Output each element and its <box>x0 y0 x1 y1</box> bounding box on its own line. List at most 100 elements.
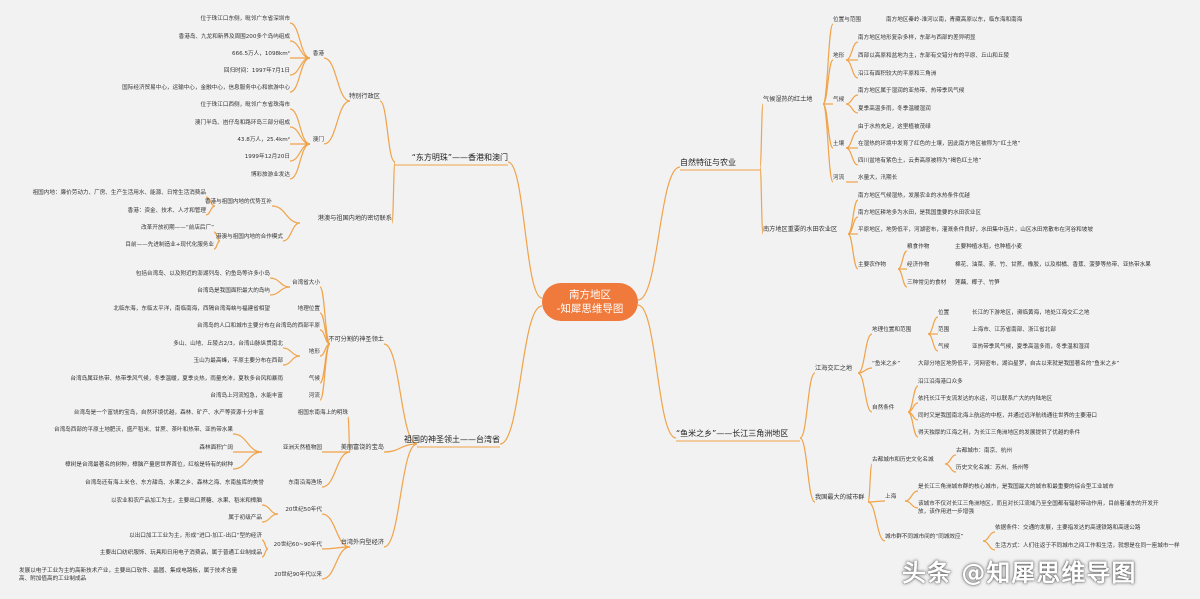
leaf-mo-5[interactable]: 博彩旅游业发达 <box>250 172 290 178</box>
leaf-1960s-2[interactable]: 主要出口纺织服饰、玩具和日用电子消费品，属于普通工业制成品 <box>99 550 262 556</box>
leaf-range-text[interactable]: 上海市、江苏省南部、浙江省北部 <box>972 327 1056 333</box>
leaf-tw-size-1[interactable]: 包括台湾岛、以及附近的澎湖列岛、钓鱼岛等许多小岛 <box>135 271 270 277</box>
leaf-cond-1[interactable]: 沿江沿海港口众多 <box>918 379 963 385</box>
branch-yangtze-delta[interactable]: “鱼米之乡”——长江三角洲地区 <box>676 429 789 438</box>
node-geo-position[interactable]: 地理位置和范围 <box>872 327 912 333</box>
node-tw-location[interactable]: 地理位置 <box>297 306 320 312</box>
leaf-climate-1[interactable]: 南方地区属于湿润的亚热带、热带季风气候 <box>858 88 965 94</box>
node-city-cluster[interactable]: 我国最大的城市群 <box>815 494 865 501</box>
leaf-forest-3[interactable]: 樟树是台湾最著名的树种，樟脑产量居世界首位，红桧是特有的树种 <box>65 462 233 468</box>
leaf-terrain-2[interactable]: 西部以高原和盆地为主，东部有交错分布的平原、丘山和丘陵 <box>858 53 1010 59</box>
node-yangtze-climate[interactable]: 气候 <box>938 344 950 350</box>
node-tw-climate[interactable]: 气候 <box>308 376 320 382</box>
node-tw-river[interactable]: 河流 <box>308 393 320 399</box>
node-position[interactable]: 位置 <box>938 310 950 316</box>
node-soil[interactable]: 土壤 <box>833 141 845 147</box>
node-cash-crops[interactable]: 经济作物 <box>907 262 930 268</box>
branch-taiwan[interactable]: 祖国的神圣领土——台湾省 <box>404 435 500 444</box>
node-botanical[interactable]: 亚洲天然植物园 <box>282 445 322 451</box>
leaf-pearl[interactable]: 台湾岛是一个富饶的宝岛，自然环境优越，森林、矿产、水产等资源十分丰富 <box>73 410 264 416</box>
leaf-ancient-2[interactable]: 历史文化名城：苏州、扬州等 <box>956 465 1029 471</box>
leaf-sync-2[interactable]: 生活方式：人们往返于不同城市之间工作和生活，就想是在同一座城市一样 <box>995 543 1180 549</box>
leaf-tw-terrain-1[interactable]: 多山、山地、丘陵占2/3，台湾山脉纵贯南北 <box>173 341 283 347</box>
leaf-1960s-1[interactable]: 以出口加工工业为主，形成“进口-加工-出口”型的经济 <box>129 533 262 539</box>
leaf-terrain-1[interactable]: 南方地区地形复杂多样，东部与西部的差异明显 <box>858 35 976 41</box>
leaf-shanghai-2[interactable]: 该城市不仅对长江三角洲地区，而且对长江流域乃至全国都有辐射带动作用，目前着浦东的… <box>918 501 1159 515</box>
leaf-paddy-1[interactable]: 南方地区气候湿热，发展农业的水热条件优越 <box>858 193 970 199</box>
leaf-hk-4[interactable]: 回归时间：1997年7月1日 <box>223 68 290 74</box>
leaf-hk-1[interactable]: 位于珠江口东侧，毗邻广东省深圳市 <box>200 16 290 22</box>
leaf-tw-location[interactable]: 北临东海，东临太平洋，南临南海，西隔台湾海峡与福建省相望 <box>113 306 270 312</box>
node-complement[interactable]: 香港与祖国内地的优势互补 <box>204 199 272 205</box>
node-sar[interactable]: 特别行政区 <box>349 93 380 100</box>
leaf-adv-1[interactable]: 祖国内地：廉价劳动力、厂房、生产生活用水、能源、日常生活消费品 <box>32 190 206 196</box>
leaf-shanghai-1[interactable]: 是长江三角洲城市群的核心城市，是我国最大的城市和最重要的综合型工业城市 <box>918 484 1114 490</box>
leaf-mo-2[interactable]: 澳门半岛、凼仔岛和路环岛三部分组成 <box>194 120 290 126</box>
leaf-fishery[interactable]: 台湾岛还有海上米仓、东方甜岛、水果之乡、森林之海、东南盐库的美誉 <box>84 480 264 486</box>
leaf-river-text[interactable]: 水量大，汛期长 <box>858 175 898 181</box>
node-location-range[interactable]: 位置与范围 <box>833 17 861 23</box>
node-1950s[interactable]: 20世纪50年代 <box>285 507 322 513</box>
leaf-terrain-3[interactable]: 沿江有面积较大的平原和三角洲 <box>858 71 937 77</box>
leaf-cond-4[interactable]: 得天独厚的江海之利，为长江三角洲地区的发展提供了优越的条件 <box>918 430 1081 436</box>
node-same-city-effect[interactable]: 城市群不同城市间的“同城效应” <box>885 534 964 540</box>
leaf-cond-3[interactable]: 同时又是我国南北海上航运的中枢，并通过远洋航线通往世界的主要港口 <box>918 413 1098 419</box>
node-tw-size[interactable]: 台湾省大小 <box>292 280 320 286</box>
node-1960s-1990s[interactable]: 20世纪60~90年代 <box>273 542 322 548</box>
leaf-tw-size-2[interactable]: 台湾岛是我国面积最大的岛屿 <box>197 288 270 294</box>
node-hk-mainland-ties[interactable]: 港澳与祖国内地的密切联系 <box>317 215 392 222</box>
node-terrain[interactable]: 地形 <box>833 53 845 59</box>
leaf-food-crops[interactable]: 主要种植水稻，也种植小麦 <box>955 244 1023 250</box>
node-main-crops[interactable]: 主要农作物 <box>858 262 886 268</box>
node-climate[interactable]: 气候 <box>833 97 845 103</box>
leaf-soil-1[interactable]: 由于水热充足，这里植被茂绿 <box>858 124 931 130</box>
leaf-since-1990s[interactable]: 发展以电子工业为主的高新技术产业，主要出口软件、晶圆、集成电路板，属于技术含量高… <box>19 568 238 582</box>
leaf-cash-crops[interactable]: 棉花、油菜、茶、竹、甘蔗、橡胶，以及柑橘、香蕉、菠萝等热带、亚热带水果 <box>955 262 1151 268</box>
leaf-soil-3[interactable]: 四川盆地有紫色土，云贵高原被称为“褐色红土地” <box>858 158 982 164</box>
leaf-tw-climate[interactable]: 台湾岛属亚热带、热带季风气候，冬季温暖，夏季炎热，雨量充沛，夏秋多台风和暴雨 <box>70 376 283 382</box>
leaf-hk-5[interactable]: 国际经济贸易中心，运输中心，金融中心，信息服务中心和旅游中心 <box>122 85 290 91</box>
node-treasure-island[interactable]: 美丽富饶的宝岛 <box>340 444 384 451</box>
leaf-adv-2[interactable]: 香港：资金、技术、人才和管理 <box>127 208 206 214</box>
leaf-mo-1[interactable]: 位于珠江口西侧，毗邻广东省珠海市 <box>200 102 290 108</box>
node-pearl[interactable]: 祖国东南海上的明珠 <box>297 410 348 416</box>
node-food-crops[interactable]: 粮食作物 <box>907 244 930 250</box>
leaf-coop-2[interactable]: 目前——先进制造业+现代化服务业 <box>125 242 214 248</box>
node-natural-conditions[interactable]: 自然条件 <box>872 405 895 411</box>
node-cooperation[interactable]: 港澳与祖国内地的合作模式 <box>215 234 283 240</box>
node-climate-redsoil[interactable]: 气候湿热的红土地 <box>763 96 813 103</box>
node-export-economy[interactable]: 台湾外向型经济 <box>340 539 384 546</box>
node-macau[interactable]: 澳门 <box>312 137 324 143</box>
leaf-forest-2[interactable]: 森林面积广阔 <box>199 445 233 451</box>
node-shanghai[interactable]: 上海 <box>885 494 897 500</box>
node-river[interactable]: 河流 <box>833 175 845 181</box>
leaf-hk-2[interactable]: 香港岛、九龙和新界及周围200多个岛屿组成 <box>178 34 290 40</box>
leaf-coop-1[interactable]: 改革开放初期——“前店后厂” <box>141 225 214 231</box>
node-ancient-capitals[interactable]: 古都城市和历史文化名城 <box>872 457 934 463</box>
node-fish-rice[interactable]: “鱼米之乡” <box>872 361 901 367</box>
leaf-special-food[interactable]: 莲藕、椰子、竹笋 <box>955 280 1000 286</box>
leaf-tw-terrain-2[interactable]: 玉山为最高峰，平原主要分布在西部 <box>193 358 283 364</box>
leaf-tw-river[interactable]: 台湾岛上河流短急，水能丰富 <box>210 393 283 399</box>
node-tw-terrain[interactable]: 地形 <box>308 349 320 355</box>
leaf-position-text[interactable]: 长江的下游地区，濒临黄海，地处江海交汇之地 <box>972 310 1090 316</box>
leaf-cond-2[interactable]: 依托长江干支流发达的水运，可以联系广大的内陆地区 <box>918 396 1053 402</box>
leaf-location-text[interactable]: 南方地区秦岭-淮河以南，青藏高原以东，临东海和南海 <box>886 17 1023 23</box>
node-special-food[interactable]: 三种常见的食材 <box>907 280 947 286</box>
node-river-sea-junction[interactable]: 江海交汇之地 <box>815 365 853 372</box>
leaf-fish-rice[interactable]: 大部分地区地势低平，河网密布，湖泊星罗，自古以来就是我国著名的“鱼米之乡” <box>918 361 1120 367</box>
leaf-soil-2[interactable]: 在湿热的环境中发育了红色的土壤，因此南方地区被称为“红土地” <box>858 141 1021 147</box>
branch-hk-macau[interactable]: “东方明珠”——香港和澳门 <box>411 153 508 162</box>
node-paddy-farming[interactable]: 南方地区重要的水田农业区 <box>763 226 838 233</box>
leaf-climate-2[interactable]: 夏季高温多雨，冬季温暖湿润 <box>858 106 931 112</box>
leaf-paddy-2[interactable]: 南方地区耕地多为水田，是我国重要的水田农业区 <box>858 210 982 216</box>
node-range[interactable]: 范围 <box>938 327 950 333</box>
root-node[interactable]: 南方地区 -知犀思维导图 <box>542 283 638 321</box>
leaf-tw-population[interactable]: 台湾岛的人口和城市主要分布在台湾岛的西部平原 <box>196 323 320 329</box>
leaf-hk-3[interactable]: 666.5万人，1098km² <box>232 51 290 57</box>
node-hongkong[interactable]: 香港 <box>312 51 324 57</box>
leaf-mo-3[interactable]: 43.8万人，25.4km² <box>237 137 290 143</box>
leaf-sync-1[interactable]: 依据条件：交通的发展，主要指发达的高速铁路和高速公路 <box>995 525 1141 531</box>
leaf-1950s-1[interactable]: 以农业和农产品加工为主，主要出口蔗糖、水果、稻米和樟脑 <box>110 498 262 504</box>
leaf-forest-1[interactable]: 台湾岛西部的平原土地肥沃，盛产稻米、甘蔗、茶叶和热带、亚热带水果 <box>53 427 233 433</box>
